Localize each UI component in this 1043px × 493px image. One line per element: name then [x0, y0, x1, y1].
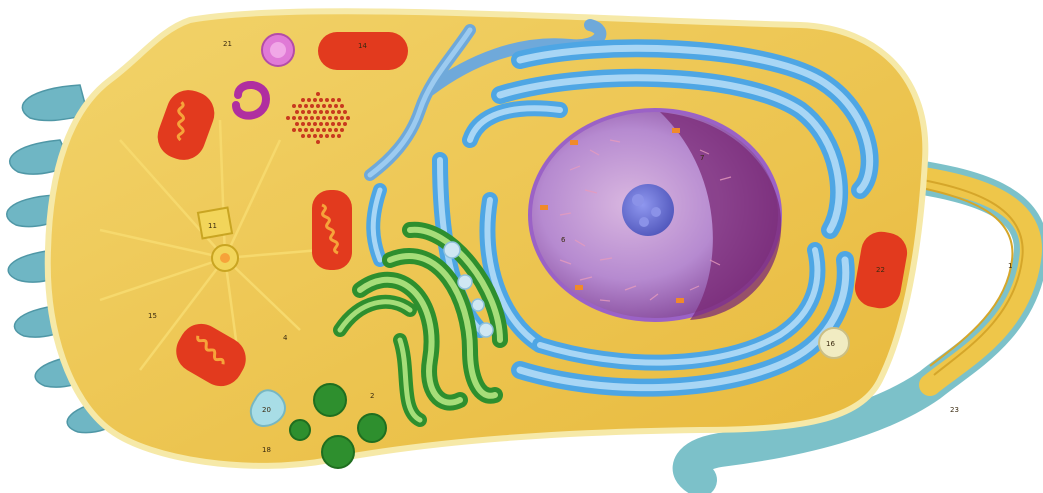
label-16: 16 [826, 340, 835, 348]
label-2: 2 [370, 392, 374, 400]
label-23: 23 [950, 406, 959, 414]
ribosome [316, 116, 320, 120]
ribosome [292, 128, 296, 132]
label-4: 4 [283, 334, 288, 342]
ribosome [295, 110, 299, 114]
ribosome [298, 128, 302, 132]
ribosome [334, 104, 338, 108]
label-6: 6 [561, 236, 566, 244]
ribosome [307, 134, 311, 138]
ribosome [319, 110, 323, 114]
ribosome [307, 122, 311, 126]
label-21: 21 [223, 40, 232, 48]
label-1: 1 [1008, 262, 1012, 270]
ribosome [298, 104, 302, 108]
ribosome [316, 140, 320, 144]
ribosome [322, 104, 326, 108]
label-15: 15 [148, 312, 157, 320]
ribosome [328, 104, 332, 108]
label-22: 22 [876, 266, 885, 274]
label-18: 18 [262, 446, 271, 454]
nucleus [530, 110, 781, 320]
ribosome [337, 110, 341, 114]
ribosome [340, 128, 344, 132]
ribosome [313, 134, 317, 138]
ribosome [343, 110, 347, 114]
ribosome [292, 116, 296, 120]
ribosome [292, 104, 296, 108]
ribosome [319, 134, 323, 138]
ribosome [331, 98, 335, 102]
ribosome [298, 116, 302, 120]
ribosome [310, 116, 314, 120]
ribosome [322, 116, 326, 120]
ribosome [316, 104, 320, 108]
label-11: 11 [208, 222, 217, 230]
ribosome [340, 104, 344, 108]
label-20: 20 [262, 406, 271, 414]
ribosome [310, 128, 314, 132]
ribosome [301, 98, 305, 102]
ribosome [304, 128, 308, 132]
ribosome [328, 128, 332, 132]
mitochondrion [318, 32, 408, 70]
ribosome [328, 116, 332, 120]
ribosome [301, 122, 305, 126]
ribosome [325, 110, 329, 114]
ribosome [322, 128, 326, 132]
ribosome [307, 98, 311, 102]
ribosome [334, 116, 338, 120]
ribosome [340, 116, 344, 120]
ribosome [286, 116, 290, 120]
ribosome [310, 104, 314, 108]
ribosome [319, 98, 323, 102]
ribosome [331, 122, 335, 126]
label-7: 7 [700, 154, 704, 162]
ribosome [334, 128, 338, 132]
ribosome [337, 98, 341, 102]
ribosome [325, 122, 329, 126]
ribosome [313, 98, 317, 102]
ribosome [343, 122, 347, 126]
ribosome [304, 104, 308, 108]
ribosome [307, 110, 311, 114]
lysosome [262, 34, 294, 66]
ribosome [301, 110, 305, 114]
ribosome [313, 110, 317, 114]
ribosome [331, 134, 335, 138]
label-14: 14 [358, 42, 367, 50]
ribosome [319, 122, 323, 126]
ribosome [325, 134, 329, 138]
ribosome [295, 122, 299, 126]
mitochondrion [312, 190, 352, 270]
ribosome [346, 116, 350, 120]
ribosome [316, 92, 320, 96]
ribosome [304, 116, 308, 120]
ribosome [301, 134, 305, 138]
ribosome [316, 128, 320, 132]
ribosome [337, 122, 341, 126]
ribosome [331, 110, 335, 114]
ribosome [325, 98, 329, 102]
ribosome [313, 122, 317, 126]
nucleolus [622, 184, 674, 236]
ribosome [337, 134, 341, 138]
